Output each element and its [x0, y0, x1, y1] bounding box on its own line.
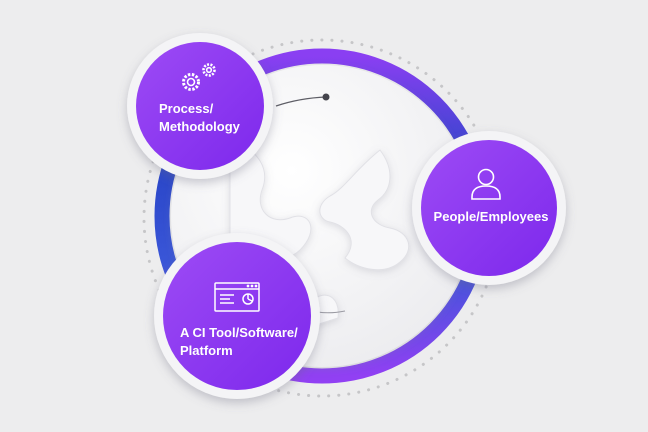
inner-line-bottom: [317, 310, 346, 314]
inner-line: [275, 96, 327, 107]
node-label-platform: A CI Tool/Software/ Platform: [180, 325, 298, 358]
node-people: [412, 131, 566, 285]
node-platform: [154, 233, 320, 399]
software-window-icon: [214, 282, 260, 312]
node-process: [127, 33, 273, 179]
node-label-process: Process/ Methodology: [159, 101, 240, 134]
person-icon: [471, 168, 501, 200]
gears-icon: [182, 63, 216, 91]
inner-line-dot: [322, 93, 330, 101]
node-label-people: People/Employees: [433, 209, 549, 224]
